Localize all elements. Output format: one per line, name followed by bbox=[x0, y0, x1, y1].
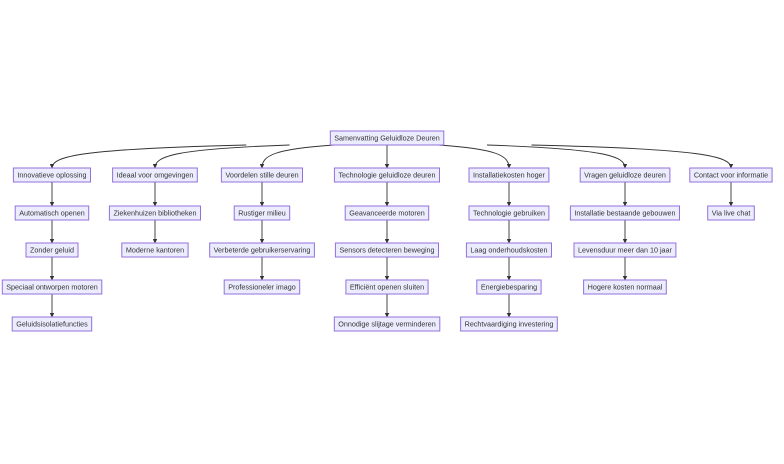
node-geluidsisolatiefuncties: Geluidsisolatiefuncties bbox=[11, 316, 93, 332]
node-vragen-geluidloze-deuren-box bbox=[579, 167, 671, 183]
node-ideaal-voor-omgevingen: Ideaal voor omgevingen bbox=[112, 167, 198, 183]
node-technologie-gebruiken: Technologie gebruiken bbox=[468, 205, 550, 221]
node-moderne-kantoren: Moderne kantoren bbox=[121, 242, 189, 258]
node-installatie-bestaande-gebouwen-label: Installatie bestaande gebouwen bbox=[574, 209, 675, 218]
node-technologie-gebruiken-label: Technologie gebruiken bbox=[473, 209, 545, 218]
node-innovatieve-oplossing-label: Innovatieve oplossing bbox=[17, 171, 86, 180]
node-zonder-geluid-label: Zonder geluid bbox=[30, 246, 74, 255]
edge-root-to-installatiekosten-hoger bbox=[438, 144, 512, 169]
node-onnodige-slijtage-verminderen-label: Onnodige slijtage verminderen bbox=[338, 320, 436, 329]
node-zonder-geluid-box bbox=[25, 242, 79, 258]
node-verbeterde-gebruikerservaring-box bbox=[209, 242, 315, 258]
edge-root-to-ideaal-voor-omgevingen bbox=[152, 144, 290, 169]
root-node-label: Samenvatting Geluidloze Deuren bbox=[334, 134, 439, 143]
edges-layer bbox=[49, 144, 734, 318]
node-speciaal-ontworpen-motoren-box bbox=[1, 279, 103, 295]
node-energiebesparing-label: Energiebesparing bbox=[481, 283, 537, 292]
node-hogere-kosten-normaal: Hogere kosten normaal bbox=[583, 279, 667, 295]
node-moderne-kantoren-label: Moderne kantoren bbox=[126, 246, 184, 255]
node-ziekenhuizen-bibliotheken: Ziekenhuizen bibliotheken bbox=[108, 205, 201, 221]
node-voordelen-stille-deuren-label: Voordelen stille deuren bbox=[225, 171, 298, 180]
edge-root-to-voordelen-stille-deuren bbox=[259, 144, 335, 169]
node-levensduur-meer-dan-10-jaar: Levensduur meer dan 10 jaar bbox=[573, 242, 677, 258]
node-installatiekosten-hoger-box bbox=[468, 167, 550, 183]
node-speciaal-ontworpen-motoren: Speciaal ontworpen motoren bbox=[1, 279, 103, 295]
node-via-live-chat-box bbox=[707, 205, 755, 221]
node-speciaal-ontworpen-motoren-label: Speciaal ontworpen motoren bbox=[6, 283, 98, 292]
node-verbeterde-gebruikerservaring-label: Verbeterde gebruikerservaring bbox=[214, 246, 311, 255]
node-geavanceerde-motoren-label: Geavanceerde motoren bbox=[349, 209, 425, 218]
node-levensduur-meer-dan-10-jaar-box bbox=[573, 242, 677, 258]
edge-root-to-innovatieve-oplossing bbox=[49, 144, 247, 169]
node-professioneler-imago-label: Professioneler imago bbox=[228, 283, 296, 292]
node-automatisch-openen-box bbox=[14, 205, 90, 221]
node-rechtvaardiging-investering: Rechtvaardiging investering bbox=[460, 316, 558, 332]
node-sensors-detecteren-beweging: Sensors detecteren beweging bbox=[334, 242, 439, 258]
node-contact-voor-informatie-label: Contact voor informatie bbox=[694, 171, 768, 180]
edge-root-to-vragen-geluidloze-deuren bbox=[486, 144, 628, 169]
node-vragen-geluidloze-deuren: Vragen geluidloze deuren bbox=[579, 167, 671, 183]
node-ideaal-voor-omgevingen-label: Ideaal voor omgevingen bbox=[117, 171, 194, 180]
node-installatie-bestaande-gebouwen: Installatie bestaande gebouwen bbox=[569, 205, 681, 221]
node-geluidsisolatiefuncties-label: Geluidsisolatiefuncties bbox=[16, 320, 88, 329]
node-technologie-geluidloze-deuren-box bbox=[333, 167, 440, 183]
nodes-layer: Samenvatting Geluidloze DeurenInnovatiev… bbox=[1, 130, 773, 332]
node-rechtvaardiging-investering-box bbox=[460, 316, 558, 332]
node-installatie-bestaande-gebouwen-box bbox=[569, 205, 681, 221]
node-moderne-kantoren-box bbox=[121, 242, 189, 258]
node-laag-onderhoudskosten: Laag onderhoudskosten bbox=[465, 242, 552, 258]
node-geavanceerde-motoren-box bbox=[344, 205, 430, 221]
edge-root-to-contact-voor-informatie bbox=[531, 144, 734, 169]
node-technologie-gebruiken-box bbox=[468, 205, 550, 221]
root-node: Samenvatting Geluidloze Deuren bbox=[329, 130, 445, 146]
node-rustiger-milieu-box bbox=[233, 205, 291, 221]
node-via-live-chat-label: Via live chat bbox=[712, 209, 751, 218]
node-innovatieve-oplossing-box bbox=[12, 167, 91, 183]
node-innovatieve-oplossing: Innovatieve oplossing bbox=[12, 167, 91, 183]
node-efficient-openen-sluiten-box bbox=[345, 279, 429, 295]
node-geavanceerde-motoren: Geavanceerde motoren bbox=[344, 205, 430, 221]
node-professioneler-imago-box bbox=[223, 279, 301, 295]
node-geluidsisolatiefuncties-box bbox=[11, 316, 93, 332]
node-energiebesparing-box bbox=[476, 279, 542, 295]
node-sensors-detecteren-beweging-label: Sensors detecteren beweging bbox=[339, 246, 434, 255]
node-automatisch-openen: Automatisch openen bbox=[14, 205, 90, 221]
node-laag-onderhoudskosten-label: Laag onderhoudskosten bbox=[470, 246, 547, 255]
node-automatisch-openen-label: Automatisch openen bbox=[19, 209, 85, 218]
node-onnodige-slijtage-verminderen: Onnodige slijtage verminderen bbox=[333, 316, 441, 332]
node-technologie-geluidloze-deuren: Technologie geluidloze deuren bbox=[333, 167, 440, 183]
node-rustiger-milieu: Rustiger milieu bbox=[233, 205, 291, 221]
node-installatiekosten-hoger-label: Installatiekosten hoger bbox=[473, 171, 546, 180]
node-levensduur-meer-dan-10-jaar-label: Levensduur meer dan 10 jaar bbox=[578, 246, 673, 255]
node-energiebesparing: Energiebesparing bbox=[476, 279, 542, 295]
node-onnodige-slijtage-verminderen-box bbox=[333, 316, 441, 332]
node-efficient-openen-sluiten: Efficiënt openen sluiten bbox=[345, 279, 429, 295]
node-hogere-kosten-normaal-box bbox=[583, 279, 667, 295]
node-technologie-geluidloze-deuren-label: Technologie geluidloze deuren bbox=[338, 171, 435, 180]
node-rechtvaardiging-investering-label: Rechtvaardiging investering bbox=[465, 320, 554, 329]
node-hogere-kosten-normaal-label: Hogere kosten normaal bbox=[588, 283, 663, 292]
node-ideaal-voor-omgevingen-box bbox=[112, 167, 198, 183]
node-laag-onderhoudskosten-box bbox=[465, 242, 552, 258]
node-professioneler-imago: Professioneler imago bbox=[223, 279, 301, 295]
node-vragen-geluidloze-deuren-label: Vragen geluidloze deuren bbox=[584, 171, 666, 180]
node-via-live-chat: Via live chat bbox=[707, 205, 755, 221]
node-rustiger-milieu-label: Rustiger milieu bbox=[238, 209, 286, 218]
node-verbeterde-gebruikerservaring: Verbeterde gebruikerservaring bbox=[209, 242, 315, 258]
root-node-box bbox=[329, 130, 445, 146]
node-contact-voor-informatie-box bbox=[689, 167, 773, 183]
node-voordelen-stille-deuren-box bbox=[220, 167, 303, 183]
node-contact-voor-informatie: Contact voor informatie bbox=[689, 167, 773, 183]
node-installatiekosten-hoger: Installatiekosten hoger bbox=[468, 167, 550, 183]
node-zonder-geluid: Zonder geluid bbox=[25, 242, 79, 258]
node-efficient-openen-sluiten-label: Efficiënt openen sluiten bbox=[350, 283, 424, 292]
node-ziekenhuizen-bibliotheken-box bbox=[108, 205, 201, 221]
node-voordelen-stille-deuren: Voordelen stille deuren bbox=[220, 167, 303, 183]
node-ziekenhuizen-bibliotheken-label: Ziekenhuizen bibliotheken bbox=[113, 209, 196, 218]
node-sensors-detecteren-beweging-box bbox=[334, 242, 439, 258]
